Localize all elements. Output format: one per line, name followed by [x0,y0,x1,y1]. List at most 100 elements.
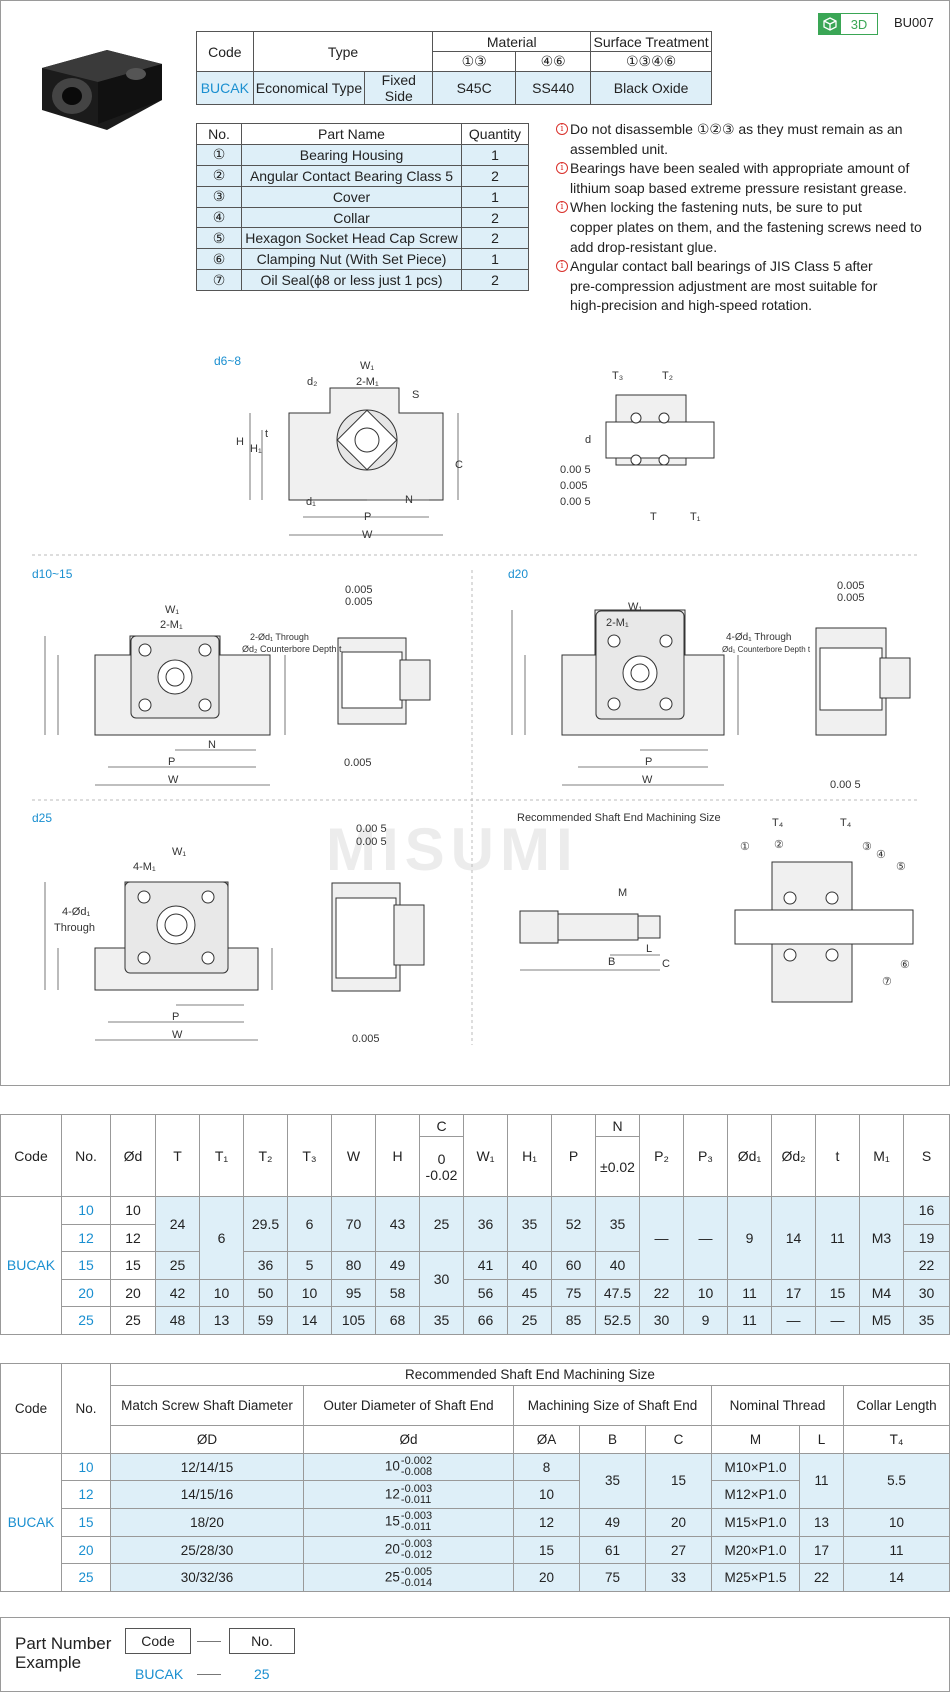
cell-L: 22 [799,1563,844,1593]
pn-code-box: Code [125,1628,191,1654]
s-T4: T₄ [843,1425,950,1454]
row-no[interactable]: 20 [61,1535,111,1565]
h-p2: P₂ [639,1114,684,1197]
cell-D: 18/20 [110,1508,304,1537]
table-row: BUCAK 10 12/14/15 10-0.002-0.008 8 35 15… [0,1452,950,1593]
pn-code-value[interactable]: BUCAK [135,1666,184,1682]
callout-7: ⑦ [882,976,892,988]
part-name: Oil Seal(ϕ8 or less just 1 pcs) [241,269,462,292]
code-cell[interactable]: BUCAK [196,71,254,105]
d-value: 25 [384,1569,400,1585]
tol-d20-b: 0.005 [837,592,865,604]
3d-label: 3D [850,16,868,32]
spec-table: Code No. Ød T T₁ T₂ T₃ W H C W₁ H₁ P N P… [0,1114,950,1335]
row-no[interactable]: 20 [61,1278,111,1307]
h-w: W [331,1114,376,1197]
cell-T4: 5.5 [843,1452,950,1510]
cell-d1: 9 [727,1196,772,1280]
cell-B: 61 [579,1535,646,1565]
row-no[interactable]: 25 [61,1563,111,1593]
code-cell[interactable]: BUCAK [0,1452,62,1593]
row-no[interactable]: 25 [61,1306,111,1335]
part-name: Bearing Housing [241,143,462,166]
label-d20: d20 [508,567,529,581]
row-no[interactable]: 15 [61,1251,111,1280]
cell-w: 70 [331,1196,376,1252]
dim-4m1: 4-M₁ [133,861,156,873]
row-no[interactable]: 10 [61,1452,111,1482]
cell-tt: — [815,1306,860,1335]
h-t2: T₂ [243,1114,288,1197]
part-qty: 2 [461,269,529,292]
cell-t3: 6 [287,1196,332,1252]
pn-no-value[interactable]: 25 [254,1666,270,1682]
table-row: BUCAK 10 10 24 6 29.5 6 70 43 25 36 35 5… [0,1196,950,1335]
dim-n: N [405,494,413,506]
dim-w1: W₁ [165,604,179,616]
c-tol-upper: 0 [437,1150,446,1167]
through-note-3: 4-Ød₁ Through [726,632,791,643]
cell-c: 25 [419,1196,464,1252]
cell-d1: 11 [727,1306,772,1335]
cell-h1: 45 [507,1278,552,1307]
h-collar: Collar Length [843,1385,950,1426]
dim-p: P [645,756,652,768]
mat2-cell: SS440 [515,71,592,105]
s-D: ØD [110,1425,304,1454]
cell-d: 10 [110,1196,156,1225]
row-no[interactable]: 10 [61,1196,111,1225]
h-group: Recommended Shaft End Machining Size [110,1363,950,1386]
watermark: MISUMI [326,816,579,883]
cell-h: 58 [375,1278,420,1307]
cell-m1: M3 [859,1196,904,1280]
h-outer: Outer Diameter of Shaft End [303,1385,514,1426]
cell-n: 35 [595,1196,640,1252]
cell-w: 105 [331,1306,376,1335]
cell-t2: 36 [243,1251,288,1280]
note-line: assembled unit. [570,140,669,157]
row-no[interactable]: 15 [61,1508,111,1537]
h-d1: Ød₁ [727,1114,772,1197]
code-cell[interactable]: BUCAK [0,1196,62,1335]
h-code: Code [0,1114,62,1197]
h-m1: M₁ [859,1114,904,1197]
row-no[interactable]: 12 [61,1480,111,1510]
d-value: 20 [384,1541,400,1557]
type-cell: Economical Type [252,71,366,105]
dim-w: W [362,529,373,541]
h-code: Code [0,1363,62,1454]
sub-13: ①③ [432,51,517,72]
cell-p3: — [683,1196,728,1280]
part-no: ⑦ [196,269,242,292]
label-recommended: Recommended Shaft End Machining Size [517,812,721,824]
dim-2m1: 2-M₁ [160,619,183,631]
h-surface: Surface Treatment [590,31,712,52]
through-note-1: 2-Ød₁ Through [250,632,309,642]
dim-t2: T₂ [662,370,673,382]
note-line: Bearings have been sealed with appropria… [570,160,910,177]
cell-M: M12×P1.0 [711,1480,800,1510]
cell-C: 20 [645,1508,712,1537]
cell-B: 49 [579,1508,646,1537]
dim-d: d [585,434,591,446]
3d-model-button[interactable]: 3D [818,13,878,35]
cell-d2: — [771,1306,816,1335]
cell-h: 68 [375,1306,420,1335]
cell-t2: 29.5 [243,1196,288,1252]
cell-d2: 14 [771,1196,816,1280]
cell-d: 12-0.003-0.011 [303,1480,514,1510]
pn-dash-2 [197,1674,221,1675]
cell-T4: 14 [843,1563,950,1593]
cell-tt: 15 [815,1278,860,1307]
dim-s: S [412,389,419,401]
row-no[interactable]: 12 [61,1223,111,1252]
pn-dash [197,1641,221,1642]
cell-C: 27 [645,1535,712,1565]
h-t: T [155,1114,200,1197]
pn-title-2: Example [15,1653,82,1672]
